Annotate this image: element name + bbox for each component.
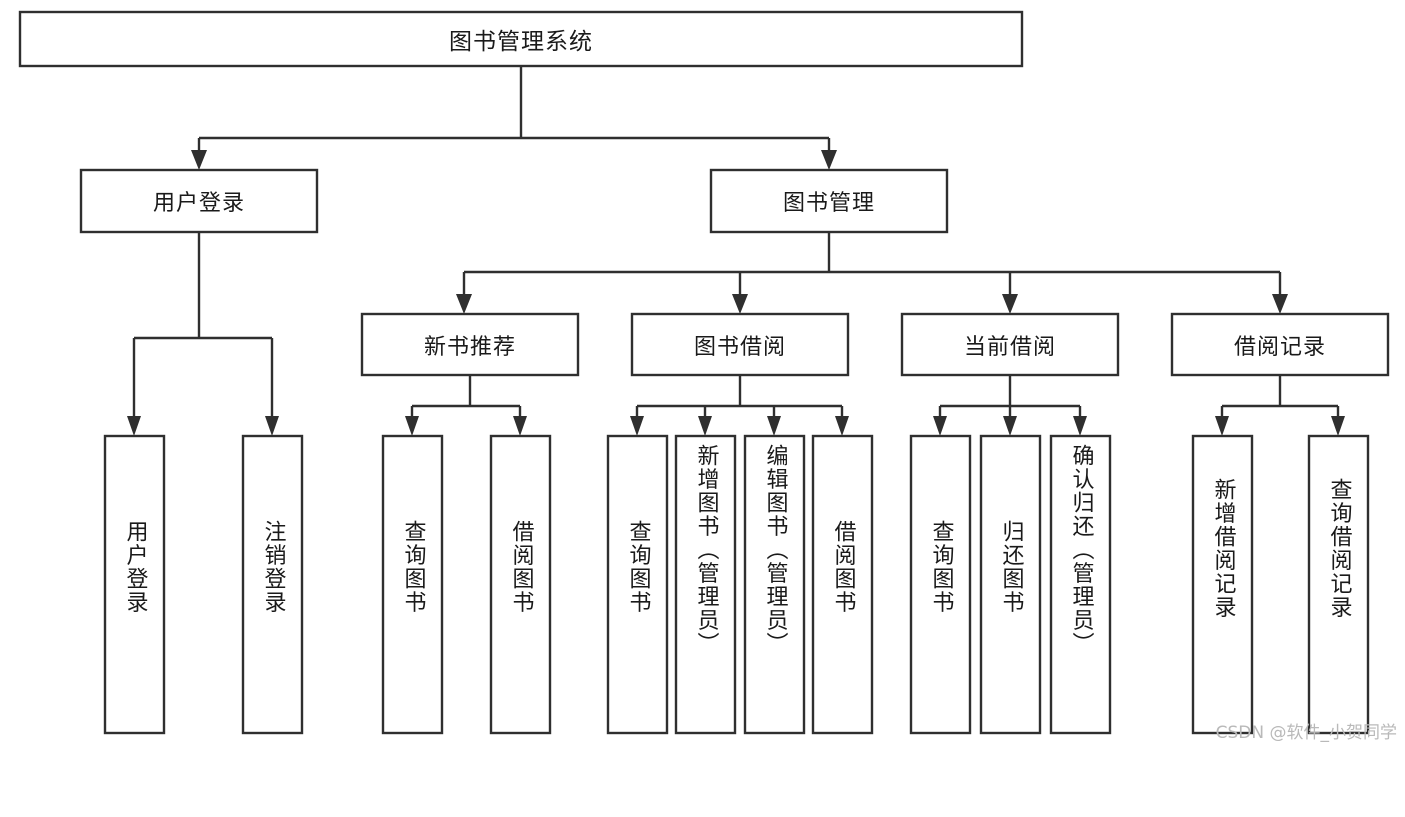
- leaf-box-return-book[interactable]: [979, 434, 1042, 735]
- arrowhead-leaf-borrow-book-2: [835, 416, 849, 436]
- arrowhead-user-login: [191, 150, 207, 170]
- node-book-borrow[interactable]: [630, 312, 850, 377]
- arrowhead-leaf-query-book-2: [630, 416, 644, 436]
- leaf-box-add-record[interactable]: [1191, 434, 1254, 735]
- arrowhead-borrow-record: [1272, 294, 1288, 314]
- arrowhead-leaf-borrow-book-1: [513, 416, 527, 436]
- arrowhead-current-borrow: [1002, 294, 1018, 314]
- leaf-box-borrow-book-2[interactable]: [811, 434, 874, 735]
- node-user-login[interactable]: [79, 168, 319, 234]
- arrowhead-book-management: [821, 150, 837, 170]
- leaf-box-query-book-3[interactable]: [909, 434, 972, 735]
- node-current-borrow[interactable]: [900, 312, 1120, 377]
- leaf-box-user-login[interactable]: [103, 434, 166, 735]
- node-book-management[interactable]: [709, 168, 949, 234]
- leaf-box-add-book[interactable]: [674, 434, 737, 735]
- tree-canvas: [18, 10, 1390, 735]
- leaf-box-query-book-1[interactable]: [381, 434, 444, 735]
- arrowhead-book-borrow: [732, 294, 748, 314]
- leaf-box-query-book-2[interactable]: [606, 434, 669, 735]
- arrowhead-leaf-query-book-3: [933, 416, 947, 436]
- node-new-book-recommend[interactable]: [360, 312, 580, 377]
- arrowhead-leaf-edit-book: [767, 416, 781, 436]
- arrowhead-leaf-return-book: [1003, 416, 1017, 436]
- arrowhead-new-book-recommend: [456, 294, 472, 314]
- leaf-box-edit-book[interactable]: [743, 434, 806, 735]
- flowchart-diagram: 图书管理系统 用户登录 图书管理 新书推荐 图书借阅 当前借阅 借阅记录 用户登…: [18, 10, 1397, 743]
- leaf-box-query-record[interactable]: [1307, 434, 1370, 735]
- node-borrow-record[interactable]: [1170, 312, 1390, 377]
- arrowhead-leaf-query-record: [1331, 416, 1345, 436]
- arrowhead-leaf-add-book: [698, 416, 712, 436]
- leaf-box-borrow-book-1[interactable]: [489, 434, 552, 735]
- arrowhead-leaf-query-book-1: [405, 416, 419, 436]
- leaf-box-confirm-return[interactable]: [1049, 434, 1112, 735]
- arrowhead-leaf-logout-login: [265, 416, 279, 436]
- arrowhead-leaf-user-login: [127, 416, 141, 436]
- arrowhead-leaf-add-record: [1215, 416, 1229, 436]
- arrowhead-leaf-confirm-return: [1073, 416, 1087, 436]
- leaf-box-logout-login[interactable]: [241, 434, 304, 735]
- node-root-book-management-system[interactable]: [18, 10, 1024, 68]
